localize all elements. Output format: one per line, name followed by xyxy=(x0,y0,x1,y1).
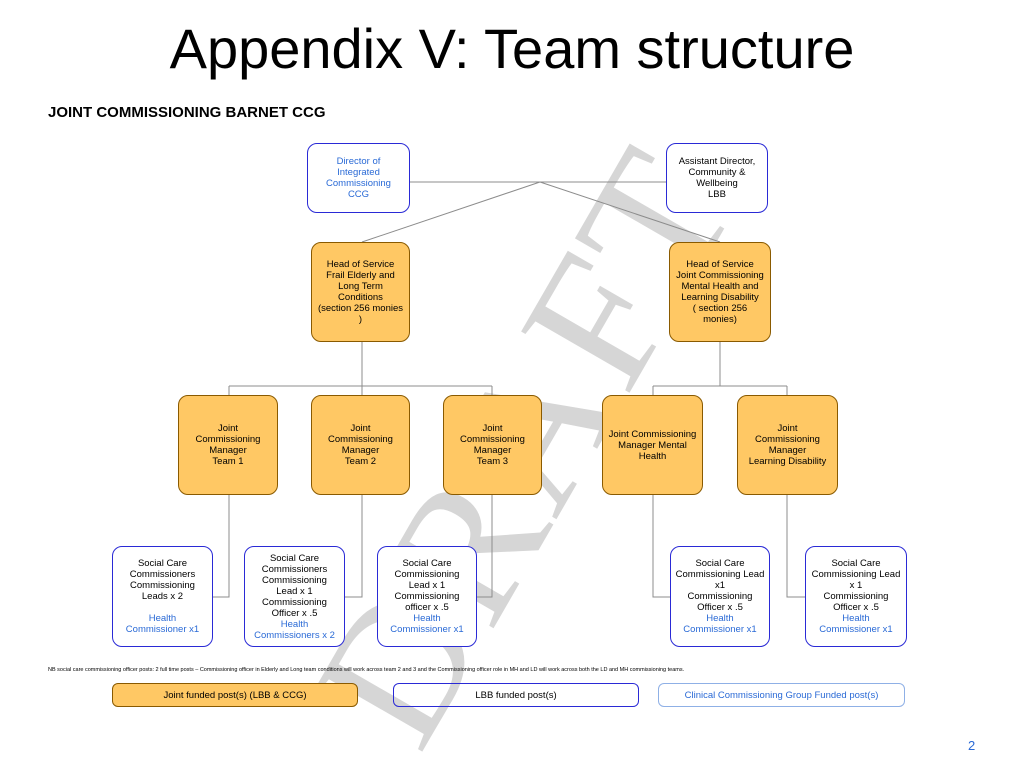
page-title: Appendix V: Team structure xyxy=(169,17,855,80)
jcm-team2-box: Joint Commissioning Manager Team 2 xyxy=(311,395,410,495)
head-of-service-frail-elderly-box: Head of Service Frail Elderly and Long T… xyxy=(311,242,410,342)
box-text-health: Health Commissioners x 2 xyxy=(254,618,335,641)
box-text: Head of Service Joint Commissioning Ment… xyxy=(676,259,764,325)
section-subtitle: JOINT COMMISSIONING BARNET CCG xyxy=(48,104,326,121)
legend-label: Joint funded post(s) (LBB & CCG) xyxy=(163,689,307,701)
legend-joint-funded: Joint funded post(s) (LBB & CCG) xyxy=(112,683,358,707)
box-text: Head of Service Frail Elderly and Long T… xyxy=(317,259,404,325)
connector-jcmmh-sc4 xyxy=(652,495,670,598)
box-text-health: Health Commissioner x1 xyxy=(125,613,200,635)
connector-team2-sc2 xyxy=(345,495,363,598)
jcm-mental-health-box: Joint Commissioning Manager Mental Healt… xyxy=(602,395,703,495)
connector-team3-sc3 xyxy=(477,495,493,598)
director-integrated-commissioning-box: Director of Integrated Commissioning CCG xyxy=(307,143,410,213)
staff-learning-disability-box: Social Care Commissioning Lead x 1 Commi… xyxy=(805,546,907,647)
legend-label: Clinical Commissioning Group Funded post… xyxy=(684,689,879,701)
connector-top-to-frail xyxy=(361,181,541,243)
assistant-director-box: Assistant Director, Community & Wellbein… xyxy=(666,143,768,213)
connector-team1-sc1 xyxy=(213,495,230,598)
box-text: Social Care Commissioning Lead x 1 Commi… xyxy=(811,558,901,613)
staff-mental-health-box: Social Care Commissioning Lead x1 Commis… xyxy=(670,546,770,647)
staff-team3-box: Social Care Commissioning Lead x 1 Commi… xyxy=(377,546,477,647)
staff-team1-box: Social Care Commissioners Commissioning … xyxy=(112,546,213,647)
box-text-health: Health Commissioner x1 xyxy=(390,613,464,635)
box-text: Social Care Commissioners Commissioning … xyxy=(261,552,328,619)
box-text: Joint Commissioning Manager Team 1 xyxy=(195,423,261,467)
box-text-health: Health Commissioner x1 xyxy=(683,613,757,635)
box-text: Social Care Commissioning Lead x1 Commis… xyxy=(675,558,765,613)
page-number: 2 xyxy=(968,738,976,753)
box-text: Social Care Commissioners Commissioning … xyxy=(129,558,196,602)
jcm-team3-box: Joint Commissioning Manager Team 3 xyxy=(443,395,542,495)
box-text: Joint Commissioning Manager Mental Healt… xyxy=(608,428,697,462)
box-text: Director of Integrated Commissioning CCG xyxy=(326,156,391,200)
box-text: Social Care Commissioning Lead x 1 Commi… xyxy=(394,558,460,613)
legend-ccg-funded: Clinical Commissioning Group Funded post… xyxy=(658,683,905,707)
footnote: NB social care commissioning officer pos… xyxy=(48,667,685,673)
staff-team2-box: Social Care Commissioners Commissioning … xyxy=(244,546,345,647)
box-text: Joint Commissioning Manager Team 2 xyxy=(328,423,393,467)
legend-label: LBB funded post(s) xyxy=(475,689,557,701)
connector-top-to-mh xyxy=(539,181,721,243)
jcm-team1-box: Joint Commissioning Manager Team 1 xyxy=(178,395,278,495)
connector-jcmld-sc5 xyxy=(786,495,805,598)
box-text: Assistant Director, Community & Wellbein… xyxy=(678,156,756,200)
jcm-learning-disability-box: Joint Commissioning Manager Learning Dis… xyxy=(737,395,838,495)
head-of-service-mental-health-box: Head of Service Joint Commissioning Ment… xyxy=(669,242,771,342)
box-text: Joint Commissioning Manager Team 3 xyxy=(460,423,525,467)
box-text-health: Health Commissioner x1 xyxy=(819,613,893,635)
box-text: Joint Commissioning Manager Learning Dis… xyxy=(748,423,827,467)
legend-lbb-funded: LBB funded post(s) xyxy=(393,683,639,707)
